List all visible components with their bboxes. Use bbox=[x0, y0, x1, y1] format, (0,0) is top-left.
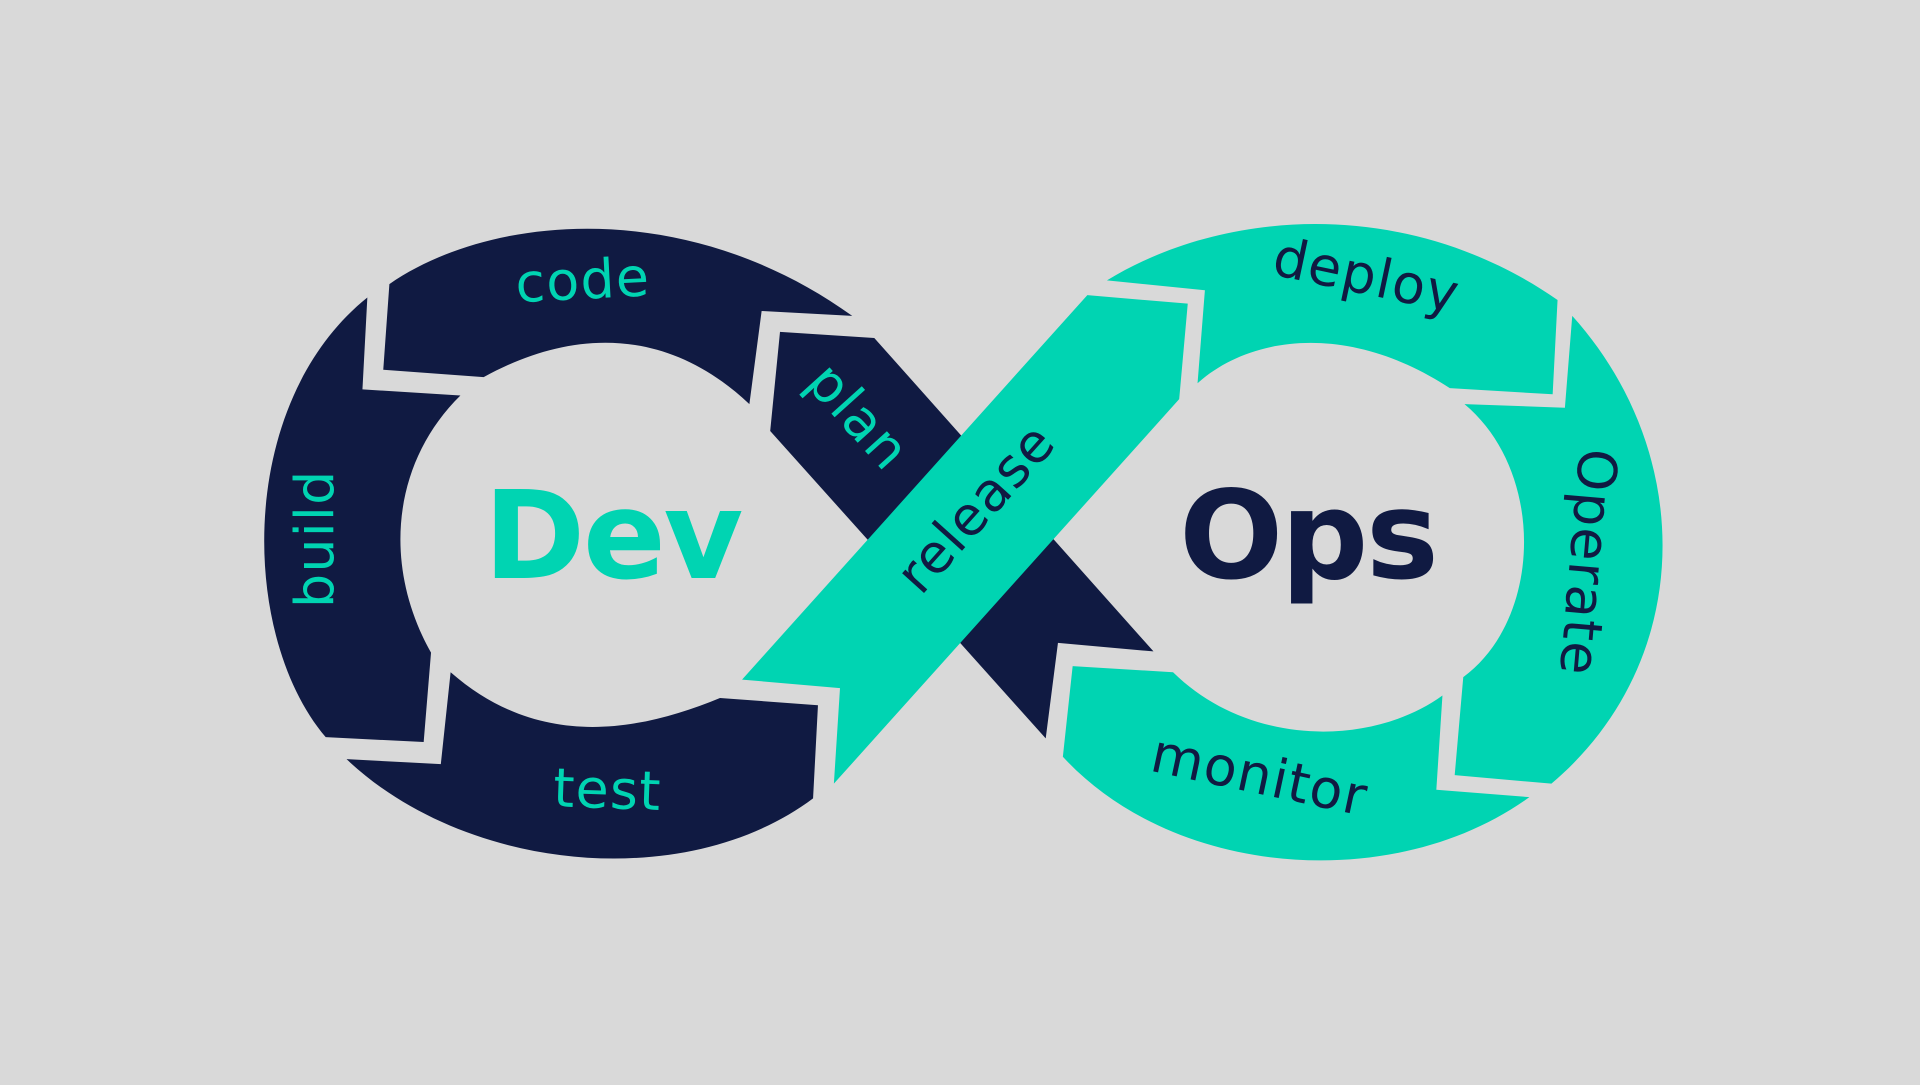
segment-deploy bbox=[1106, 224, 1558, 395]
segment-operate bbox=[1454, 315, 1663, 784]
segment-test bbox=[346, 672, 818, 859]
stage-label-test: test bbox=[552, 756, 662, 823]
segment-build bbox=[264, 297, 461, 743]
ops-title: Ops bbox=[1179, 464, 1436, 607]
dev-loop bbox=[264, 228, 1154, 859]
dev-title: Dev bbox=[484, 464, 743, 607]
segment-monitor bbox=[1062, 666, 1530, 861]
stage-label-code: code bbox=[514, 245, 652, 315]
stage-label-build: build bbox=[283, 469, 346, 608]
segment-release bbox=[742, 295, 1188, 784]
segment-code bbox=[383, 228, 853, 405]
ops-loop bbox=[742, 224, 1663, 861]
